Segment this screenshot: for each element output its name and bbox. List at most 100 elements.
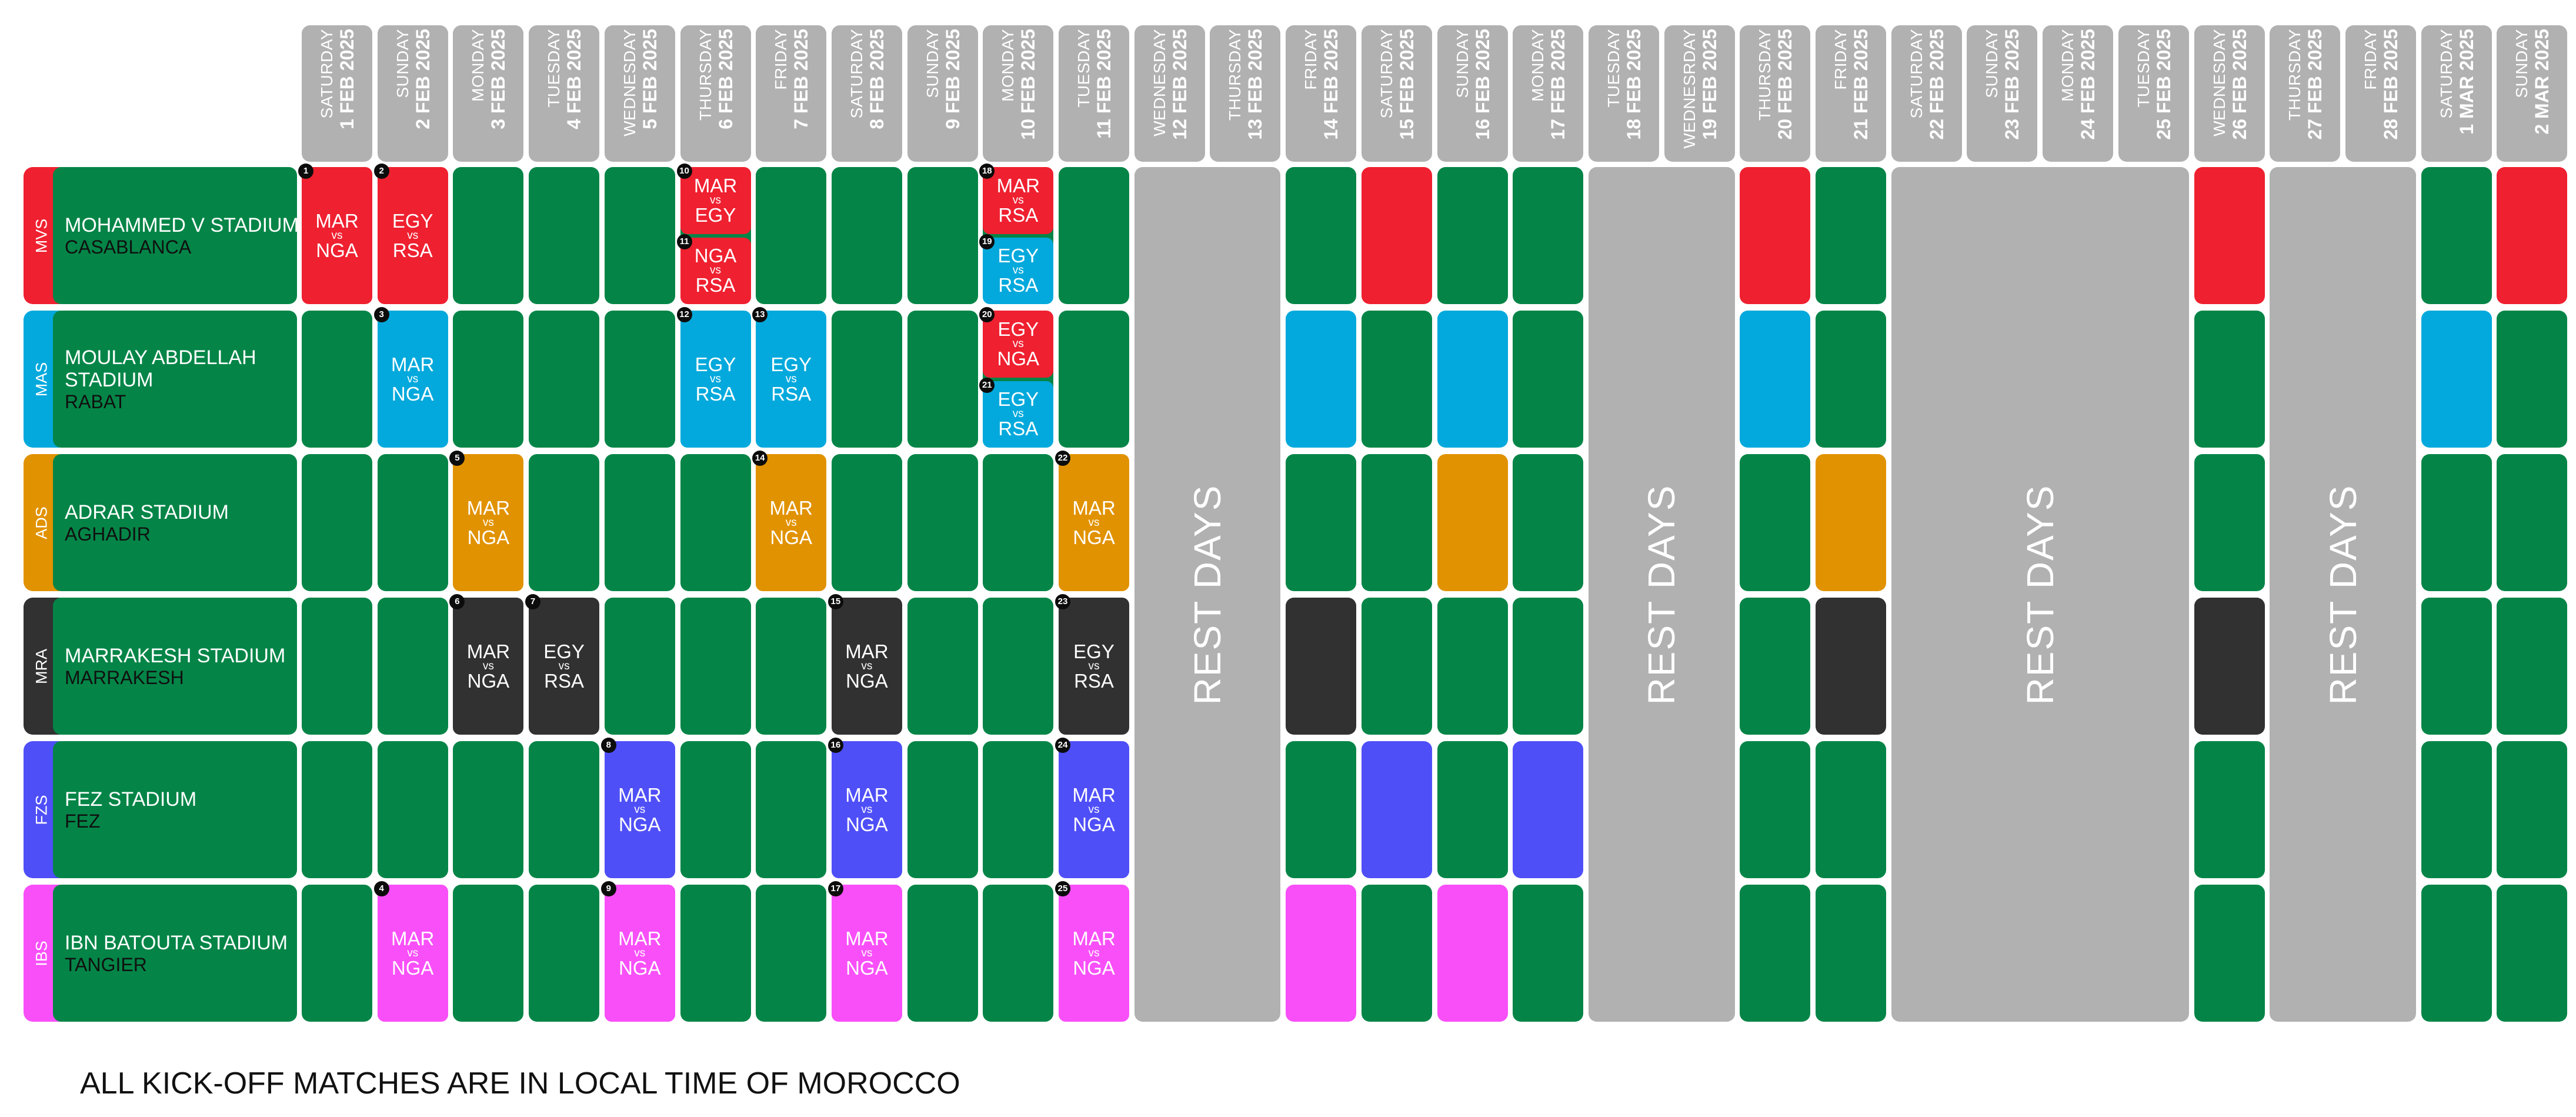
calendar-cell[interactable] (907, 741, 978, 878)
scheduled-match-block[interactable] (1437, 454, 1508, 591)
calendar-cell[interactable] (2421, 885, 2492, 1022)
calendar-cell[interactable] (529, 885, 600, 1022)
calendar-cell[interactable] (2421, 598, 2492, 735)
calendar-cell[interactable] (907, 885, 978, 1022)
calendar-cell[interactable] (302, 885, 372, 1022)
calendar-cell[interactable] (983, 741, 1054, 878)
calendar-cell[interactable] (302, 311, 372, 448)
calendar-cell[interactable] (604, 167, 675, 304)
calendar-cell[interactable] (1513, 311, 1584, 448)
calendar-cell[interactable] (453, 885, 524, 1022)
calendar-cell[interactable] (1513, 885, 1584, 1022)
calendar-cell[interactable] (2194, 885, 2265, 1022)
calendar-cell[interactable] (1286, 741, 1357, 878)
calendar-cell[interactable] (1361, 885, 1432, 1022)
calendar-cell[interactable] (2421, 741, 2492, 878)
scheduled-match-block[interactable] (1286, 311, 1357, 448)
scheduled-match-block[interactable] (1513, 741, 1584, 878)
calendar-cell[interactable] (377, 598, 448, 735)
scheduled-match-block[interactable] (1437, 885, 1508, 1022)
scheduled-match-block[interactable] (1740, 167, 1811, 304)
calendar-cell[interactable] (2194, 741, 2265, 878)
calendar-cell[interactable] (1513, 598, 1584, 735)
calendar-cell[interactable] (529, 454, 600, 591)
calendar-cell[interactable] (1361, 311, 1432, 448)
scheduled-match-block[interactable] (2194, 598, 2265, 735)
calendar-cell[interactable] (1816, 311, 1886, 448)
scheduled-match-block[interactable] (2421, 311, 2492, 448)
calendar-cell[interactable] (907, 598, 978, 735)
calendar-cell[interactable] (983, 598, 1054, 735)
calendar-cell[interactable] (756, 741, 827, 878)
calendar-cell[interactable] (756, 167, 827, 304)
calendar-cell[interactable] (756, 598, 827, 735)
calendar-cell[interactable] (1361, 598, 1432, 735)
calendar-cell[interactable] (680, 598, 751, 735)
scheduled-match-block[interactable] (1740, 311, 1811, 448)
calendar-cell[interactable] (529, 167, 600, 304)
calendar-cell[interactable] (907, 167, 978, 304)
calendar-cell[interactable] (1816, 167, 1886, 304)
calendar-cell[interactable] (2497, 454, 2568, 591)
calendar-cell[interactable] (1437, 741, 1508, 878)
calendar-cell[interactable] (680, 741, 751, 878)
calendar-cell[interactable] (2194, 454, 2265, 591)
calendar-cell[interactable] (1059, 167, 1129, 304)
calendar-cell[interactable] (2421, 167, 2492, 304)
scheduled-match-block[interactable] (1816, 454, 1886, 591)
calendar-cell[interactable] (1740, 454, 1811, 591)
calendar-cell[interactable] (1286, 454, 1357, 591)
calendar-cell[interactable] (604, 454, 675, 591)
calendar-cell[interactable] (831, 167, 902, 304)
calendar-cell[interactable] (831, 311, 902, 448)
calendar-cell[interactable] (1437, 167, 1508, 304)
calendar-cell[interactable] (1513, 454, 1584, 591)
calendar-cell[interactable] (302, 454, 372, 591)
calendar-cell[interactable] (756, 885, 827, 1022)
calendar-cell[interactable] (680, 885, 751, 1022)
scheduled-match-block[interactable] (1816, 598, 1886, 735)
scheduled-match-block[interactable] (2194, 167, 2265, 304)
calendar-cell[interactable] (1740, 741, 1811, 878)
scheduled-match-block[interactable] (1286, 885, 1357, 1022)
calendar-cell[interactable] (907, 454, 978, 591)
calendar-cell[interactable] (2497, 741, 2568, 878)
calendar-cell[interactable] (1059, 311, 1129, 448)
calendar-cell[interactable] (1740, 598, 1811, 735)
calendar-cell[interactable] (377, 741, 448, 878)
calendar-cell[interactable] (529, 741, 600, 878)
calendar-cell[interactable] (831, 454, 902, 591)
calendar-cell[interactable] (1286, 167, 1357, 304)
calendar-cell[interactable] (2497, 885, 2568, 1022)
calendar-cell[interactable] (1816, 885, 1886, 1022)
calendar-cell[interactable] (1437, 598, 1508, 735)
calendar-cell[interactable] (453, 741, 524, 878)
scheduled-match-block[interactable] (1361, 741, 1432, 878)
calendar-cell[interactable] (680, 454, 751, 591)
calendar-cell[interactable] (983, 454, 1054, 591)
calendar-cell[interactable] (453, 311, 524, 448)
calendar-cell[interactable] (1740, 885, 1811, 1022)
